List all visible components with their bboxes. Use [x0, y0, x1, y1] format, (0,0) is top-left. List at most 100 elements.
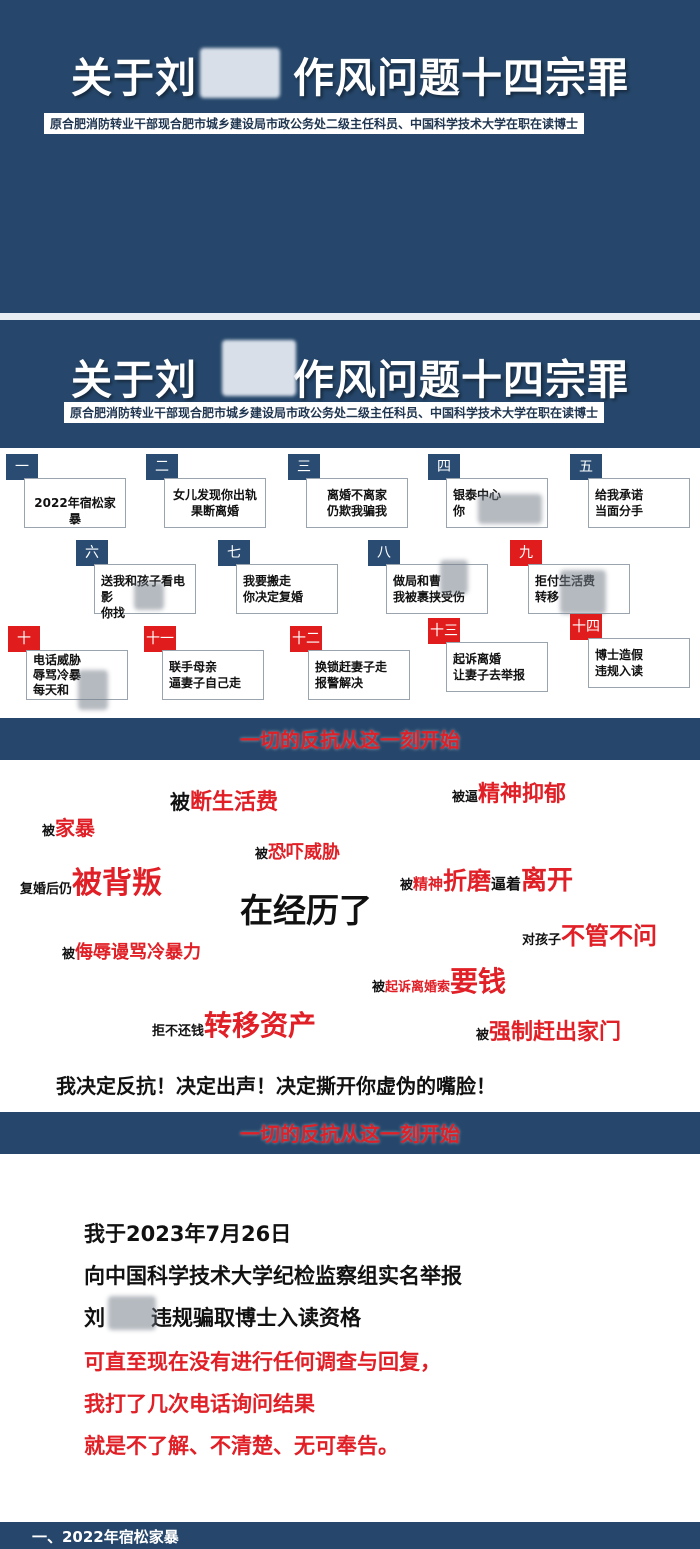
phrase-main: 要钱: [450, 965, 507, 998]
step-number: 十: [8, 626, 40, 652]
redaction-blur: [560, 570, 606, 614]
step-line: 逼妻子自己走: [169, 676, 242, 690]
step-number: 九: [510, 540, 542, 566]
decision-statement: 我决定反抗！决定出声！决定撕开你虚伪的嘴脸！: [56, 1074, 496, 1098]
step-line: 违规入读: [595, 664, 644, 678]
step-line: 2022年宿松家暴: [34, 496, 116, 526]
phrase-prefix: 被: [476, 1028, 490, 1043]
next-section-heading: 一、2022年宿松家暴: [0, 1522, 700, 1549]
phrase-5: 复婚后仍被背叛: [20, 858, 162, 902]
slide-divider: [0, 313, 700, 320]
phrase-1: 被断生活费: [170, 784, 278, 816]
step-box: 联手母亲逼妻子自己走: [162, 650, 264, 700]
step-line: 给我承诺: [595, 488, 644, 502]
phrase-9: 被起诉离婚索要钱: [372, 960, 506, 1000]
statement-line-4: 可直至现在没有进行任何调查与回复，: [84, 1350, 441, 1374]
statement-line-5: 我打了几次电话询问结果: [84, 1392, 315, 1416]
phrase-2: 被逼精神抑郁: [452, 776, 566, 808]
step-line: 报警解决: [315, 676, 364, 690]
phrase-prefix: 被: [400, 878, 414, 893]
step-line: 每天和: [33, 683, 70, 697]
phrase-3: 被家暴: [42, 812, 95, 841]
step-number: 十四: [570, 614, 602, 640]
phrase-prefix: 复婚后仍: [20, 882, 73, 897]
step-line: 当面分手: [595, 504, 644, 518]
step-line: 果断离婚: [190, 504, 239, 518]
slide-title-1: 关于刘 作风问题十四宗罪: [0, 44, 700, 104]
title-part-right: 作风问题十四宗罪: [293, 54, 629, 102]
step-number: 六: [76, 540, 108, 566]
banner-text: 一切的反抗从这一刻开始: [240, 728, 460, 752]
phrase-prefix: 被: [255, 847, 269, 862]
phrase-8: 被侮辱谩骂冷暴力: [62, 938, 201, 964]
title-part-left: 关于刘: [71, 356, 197, 404]
phrase-main: 不管不问: [561, 922, 658, 950]
step-line: 辱骂冷暴: [33, 668, 82, 682]
statement-line-2: 向中国科学技术大学纪检监察组实名举报: [84, 1264, 462, 1288]
step-line: 离婚不离家: [326, 488, 387, 502]
step-line: 转移: [535, 590, 560, 604]
step-line: 博士造假: [595, 648, 644, 662]
step-number: 五: [570, 454, 602, 480]
step-line: 送我和孩子看电影: [101, 574, 186, 604]
center-phrase: 在经历了: [240, 891, 372, 930]
step-box: 我要搬走你决定复婚: [236, 564, 338, 614]
section-heading-text: 一、2022年宿松家暴: [32, 1528, 179, 1546]
step-number: 三: [288, 454, 320, 480]
redaction-blur: [222, 340, 296, 396]
phrase-prefix: 被逼: [452, 790, 479, 805]
phrase-4: 被恐吓威胁: [255, 838, 340, 864]
step-box: 换锁赶妻子走报警解决: [308, 650, 410, 700]
step-line: 我要搬走: [243, 574, 292, 588]
step-line: 女儿发现你出轨: [172, 488, 257, 502]
step-line: 做局和曹: [393, 574, 442, 588]
statement-rest: 违规骗取博士入读资格: [151, 1306, 361, 1330]
step-number: 八: [368, 540, 400, 566]
step-number: 二: [146, 454, 178, 480]
redaction-blur: [200, 48, 280, 98]
step-line: 电话威胁: [33, 653, 82, 667]
phrase-mid: 逼着: [491, 875, 522, 893]
step-box: 女儿发现你出轨果断离婚: [164, 478, 266, 528]
step-box: 博士造假违规入读: [588, 638, 690, 688]
step-line: 你找: [101, 606, 126, 620]
step-box: 2022年宿松家暴: [24, 478, 126, 528]
phrase-prefix: 被: [372, 980, 386, 995]
redaction-blur: [440, 560, 468, 594]
step-box: 电话威胁辱骂冷暴每天和: [26, 650, 128, 700]
phrase-prefix: 对孩子: [522, 933, 562, 948]
phrase-mid: 起诉离婚索: [385, 980, 451, 995]
step-line: 我被裹挟受伤: [393, 590, 466, 604]
phrase-mid: 精神: [413, 875, 444, 893]
step-box: 离婚不离家仍欺我骗我: [306, 478, 408, 528]
phrase-main: 家暴: [55, 816, 96, 840]
redaction-blur: [134, 582, 164, 610]
step-number: 四: [428, 454, 460, 480]
title-part-right: 作风问题十四宗罪: [293, 356, 629, 404]
timeline-grid: 一 2022年宿松家暴 二 女儿发现你出轨果断离婚 三 离婚不离家仍欺我骗我 四…: [0, 448, 700, 710]
statement-line-6: 就是不了解、不清楚、无可奉告。: [84, 1434, 399, 1458]
redaction-blur: [478, 494, 542, 524]
phrase-11: 被强制赶出家门: [476, 1014, 621, 1046]
step-number: 一: [6, 454, 38, 480]
step-number: 十一: [144, 626, 176, 652]
phrase-main: 离开: [521, 866, 574, 896]
phrase-main: 被背叛: [72, 866, 163, 901]
section-banner-1: 一切的反抗从这一刻开始: [0, 718, 700, 760]
redaction-blur: [78, 670, 108, 710]
report-statement: 我于2023年7月26日 向中国科学技术大学纪检监察组实名举报 刘违规骗取博士入…: [0, 1156, 700, 1526]
step-line: 联手母亲: [169, 660, 218, 674]
step-number: 十三: [428, 618, 460, 644]
statement-line-1: 我于2023年7月26日: [84, 1222, 292, 1246]
step-box: 做局和曹我被裹挟受伤: [386, 564, 488, 614]
step-number: 十二: [290, 626, 322, 652]
phrase-prefix: 被: [170, 790, 190, 814]
phrase-prefix: 拒不还钱: [152, 1024, 205, 1039]
phrase-prefix: 被: [42, 824, 56, 839]
title-part-left: 关于刘: [71, 54, 197, 102]
step-line: 你决定复婚: [243, 590, 304, 604]
section-banner-2: 一切的反抗从这一刻开始: [0, 1112, 700, 1154]
slide-header-1: 关于刘作风问题十四宗罪 原合肥消防转业干部现合肥市城乡建设局市政公务处二级主任科…: [0, 0, 700, 313]
phrase-main: 强制赶出家门: [489, 1020, 622, 1045]
phrase-main: 侮辱谩骂冷暴力: [75, 942, 202, 963]
